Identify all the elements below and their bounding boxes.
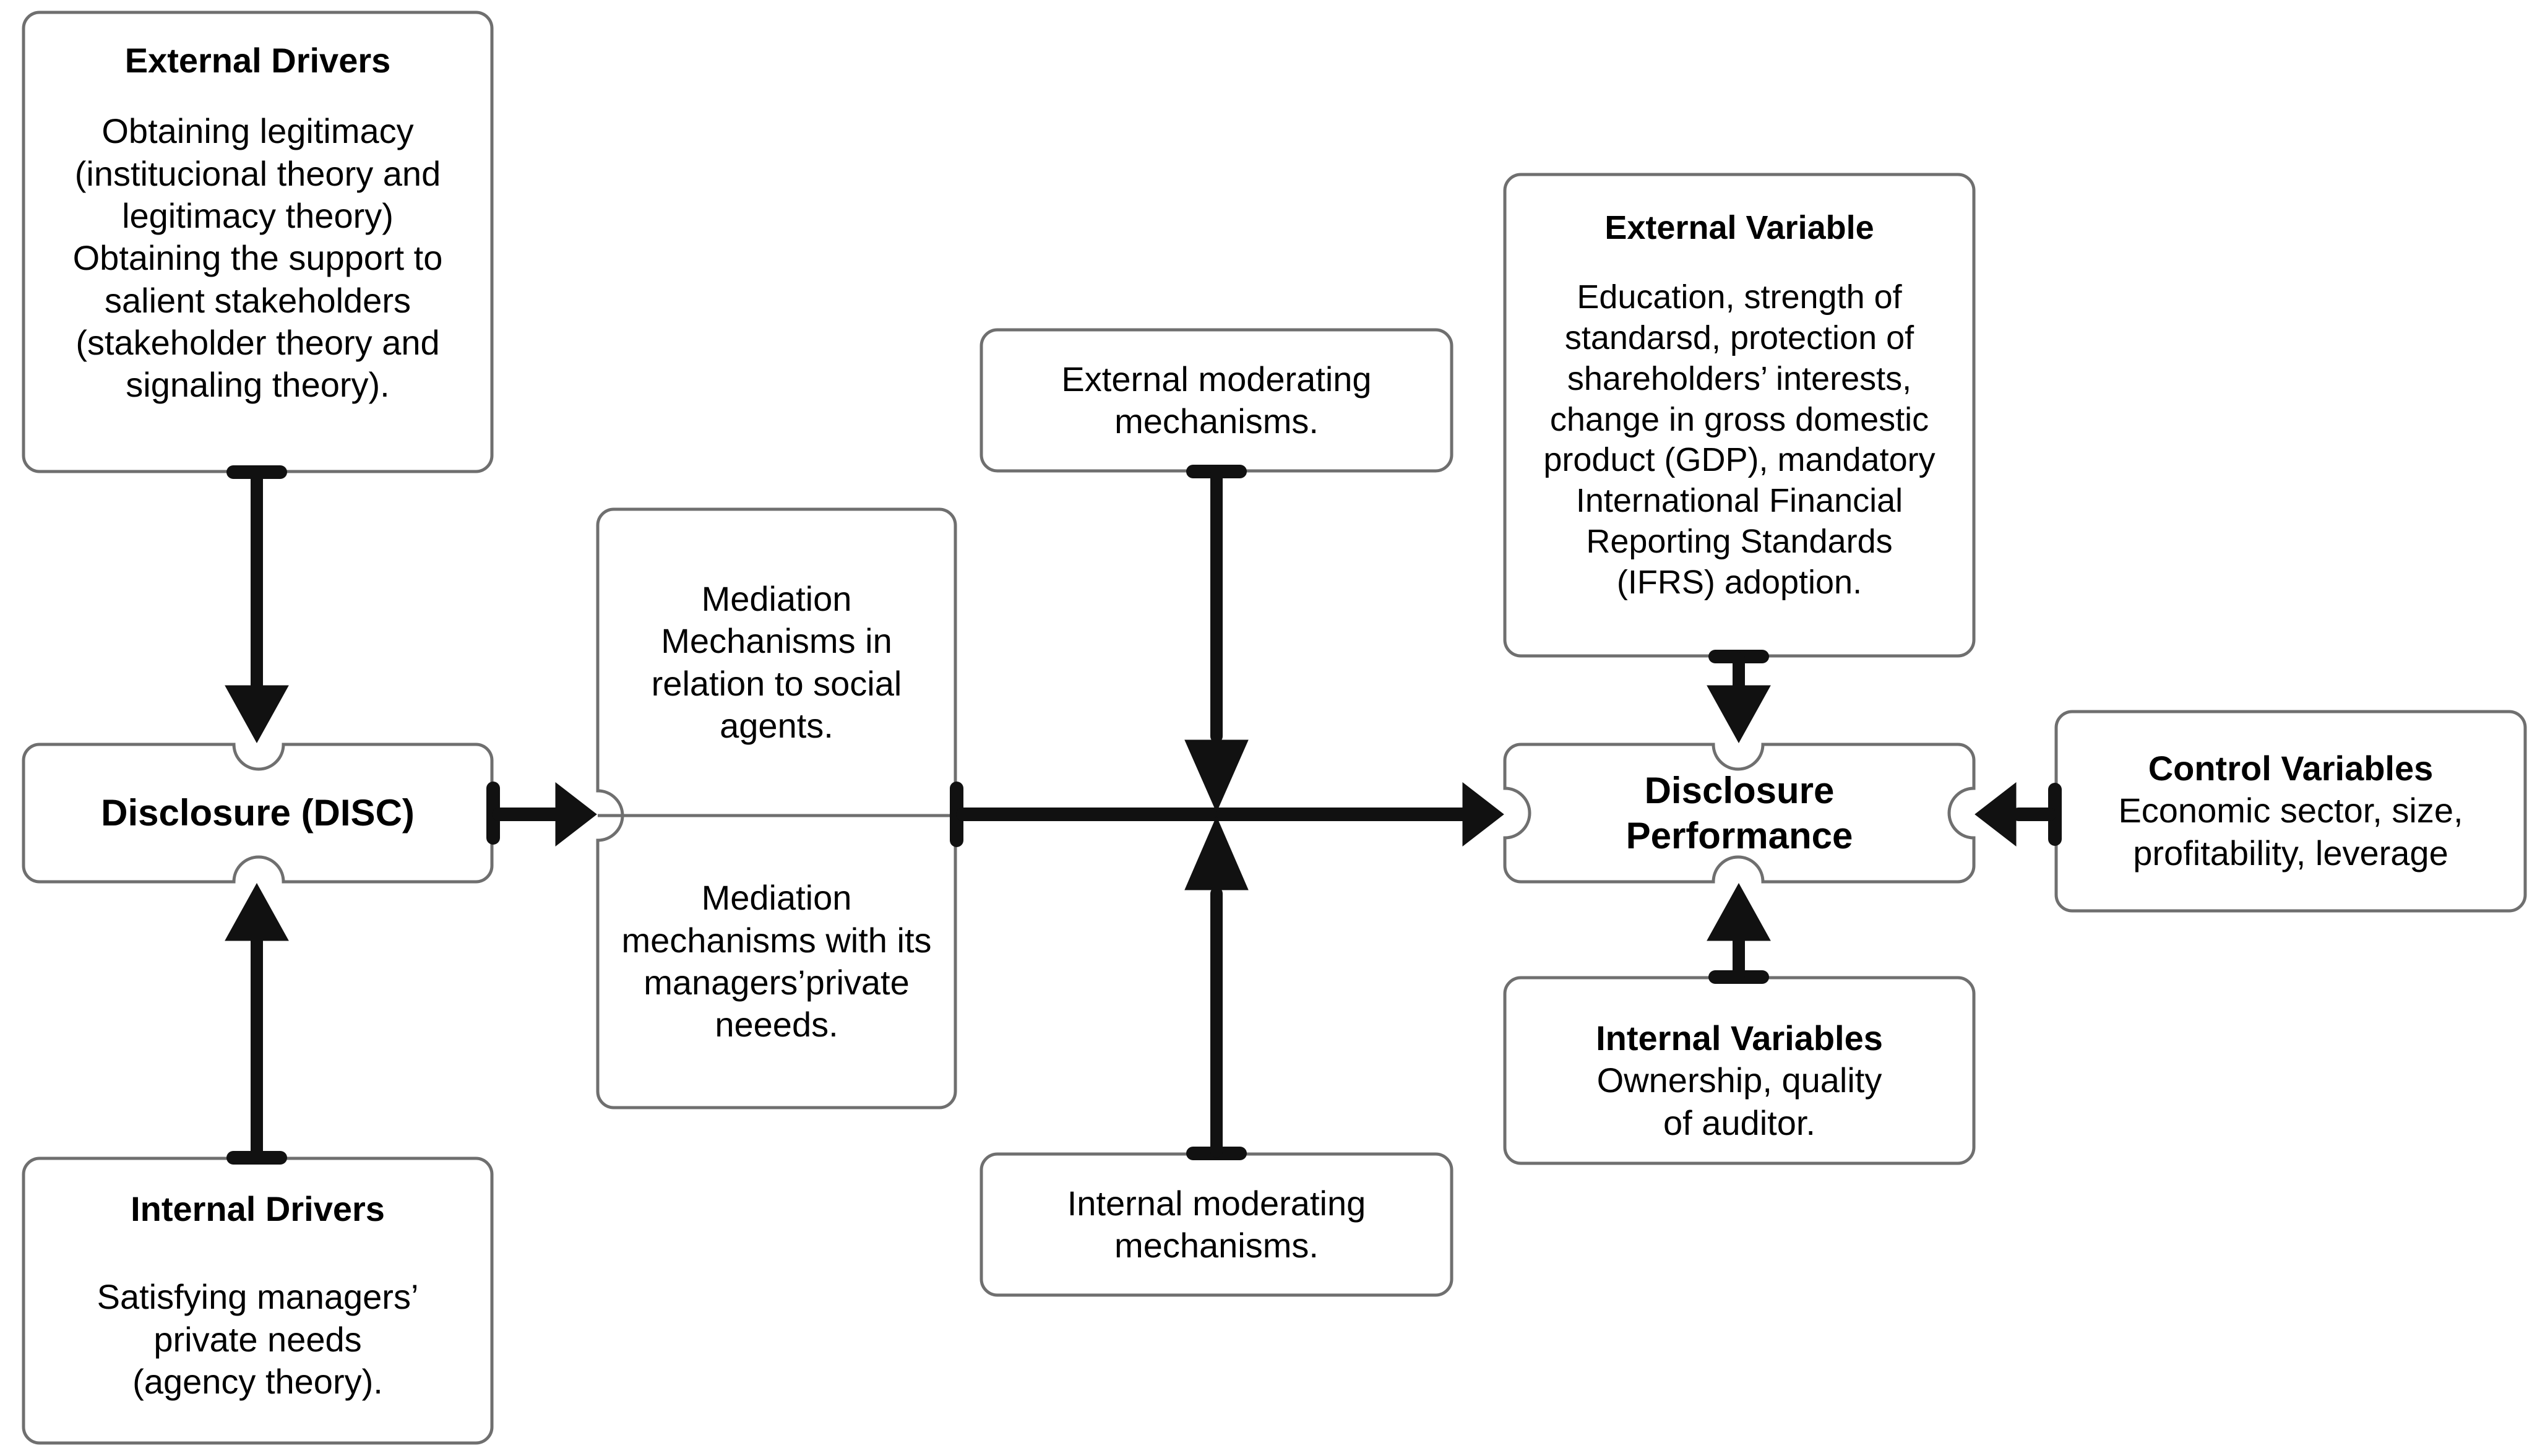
node-control-variables-shape[interactable] bbox=[2054, 710, 2527, 913]
node-disclosure-disc-shape[interactable] bbox=[22, 743, 494, 884]
node-internal-drivers-shape[interactable] bbox=[22, 1157, 494, 1445]
edge-external-variable-to-disclosure-performance bbox=[1707, 650, 1771, 744]
node-mediation-shape[interactable] bbox=[596, 507, 957, 1109]
edge-external-moderating-to-path bbox=[1184, 465, 1249, 813]
node-disclosure-performance-shape[interactable] bbox=[1503, 743, 1976, 884]
edge-internal-moderating-to-path bbox=[1184, 816, 1249, 1160]
edge-internal-drivers-to-disclosure bbox=[225, 882, 289, 1165]
node-external-moderating-shape[interactable] bbox=[980, 328, 1453, 473]
edge-internal-variables-to-disclosure-performance bbox=[1707, 882, 1771, 984]
edge-external-drivers-to-disclosure bbox=[225, 465, 289, 744]
edge-disclosure-to-mediation bbox=[486, 782, 597, 847]
node-external-drivers-shape[interactable] bbox=[22, 11, 494, 473]
node-internal-moderating-shape[interactable] bbox=[980, 1152, 1453, 1297]
edge-control-variables-to-disclosure-performance bbox=[1974, 782, 2062, 847]
node-external-variable-shape[interactable] bbox=[1503, 173, 1976, 658]
node-internal-variables-shape[interactable] bbox=[1503, 976, 1976, 1165]
edge-mediation-to-disclosure-performance bbox=[950, 782, 1504, 847]
